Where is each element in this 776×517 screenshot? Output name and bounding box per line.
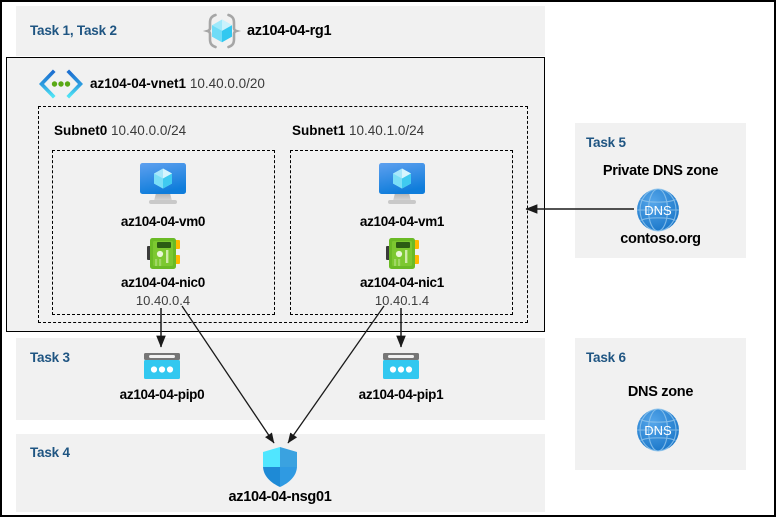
dns-zone-icon: DNS — [635, 187, 681, 233]
task-label-6: Task 6 — [586, 350, 626, 365]
resource-group-name: az104-04-rg1 — [247, 23, 332, 39]
nsg-name: az104-04-nsg01 — [228, 489, 332, 505]
private-dns-name: contoso.org — [620, 231, 701, 247]
public-dns-heading: DNS zone — [627, 384, 694, 400]
task-label-1-2: Task 1, Task 2 — [30, 23, 117, 38]
nic0-name: az104-04-nic0 — [121, 275, 205, 290]
public-ip-address-icon — [141, 351, 183, 383]
network-interface-icon — [141, 235, 185, 273]
subnet0-box — [52, 150, 275, 315]
vnet-container — [6, 57, 545, 332]
vnet-name: az104-04-vnet1 — [90, 76, 187, 91]
pip0-name: az104-04-pip0 — [119, 387, 205, 402]
private-dns-heading: Private DNS zone — [602, 163, 719, 179]
nic0-private-ip: 10.40.0.4 — [135, 293, 191, 308]
subnet1-name: Subnet1 — [292, 123, 346, 138]
subnet0-cidr: 10.40.0.0/24 — [111, 123, 187, 138]
dns-icon-text: DNS — [644, 203, 672, 218]
dns-zone-icon: DNS — [635, 407, 681, 453]
vm1-name: az104-04-vm1 — [359, 214, 445, 229]
virtual-machine-icon — [132, 160, 194, 212]
nic1-private-ip: 10.40.1.4 — [374, 293, 430, 308]
resource-group-icon — [201, 10, 243, 52]
vnet-address-space: 10.40.0.0/20 — [189, 76, 265, 91]
public-ip-address-icon — [380, 351, 422, 383]
pip1-name: az104-04-pip1 — [358, 387, 444, 402]
virtual-machine-icon — [371, 160, 433, 212]
task-label-4: Task 4 — [30, 445, 70, 460]
vm0-name: az104-04-vm0 — [120, 214, 206, 229]
subnet1-title: Subnet1 10.40.1.0/24 — [292, 123, 424, 138]
subnets-wrapper — [38, 106, 528, 323]
task-label-3: Task 3 — [30, 350, 70, 365]
network-security-group-icon — [260, 445, 300, 489]
resource-group-panel — [16, 6, 545, 56]
public-ip-panel — [16, 338, 545, 420]
nic1-name: az104-04-nic1 — [360, 275, 444, 290]
network-interface-icon — [380, 235, 424, 273]
task-label-5: Task 5 — [586, 135, 626, 150]
virtual-network-icon — [38, 69, 84, 99]
vnet-title: az104-04-vnet1 10.40.0.0/20 — [90, 76, 265, 91]
subnet0-title: Subnet0 10.40.0.0/24 — [54, 123, 186, 138]
subnet0-name: Subnet0 — [54, 123, 108, 138]
subnet1-cidr: 10.40.1.0/24 — [349, 123, 425, 138]
dns-icon-text: DNS — [644, 423, 672, 438]
